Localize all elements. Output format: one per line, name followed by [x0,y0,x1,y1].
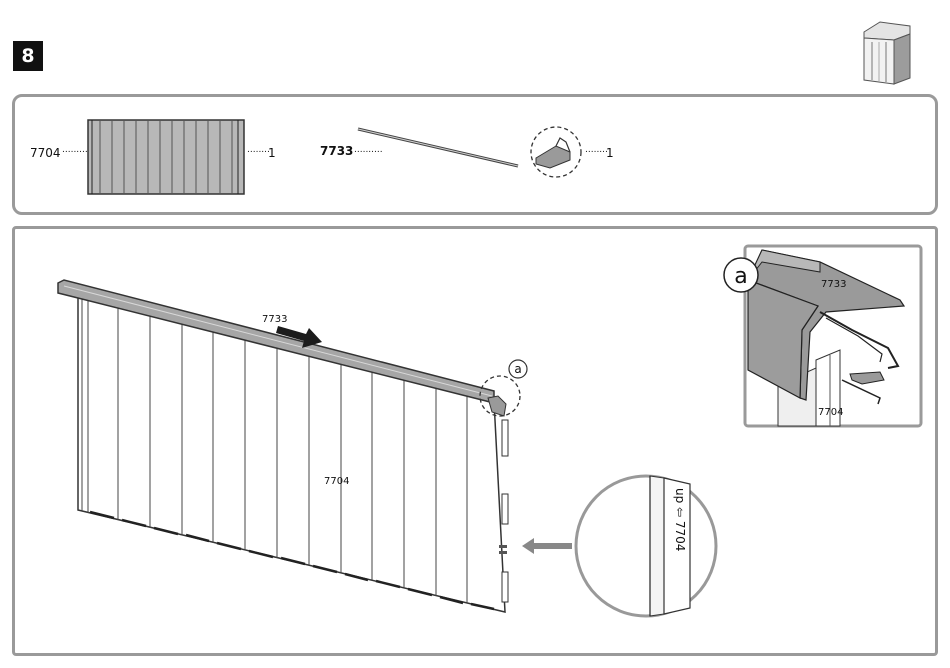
detail-letter: a [734,264,747,289]
zoom-text: up ⇦ 7704 [673,488,687,551]
assembly-rail-label: 7733 [262,314,287,325]
detail-panel-label: 7704 [818,407,843,418]
zoom-circle [576,476,716,616]
callout-letter: a [514,362,521,376]
detail-rail-label: 7733 [821,279,846,290]
zoom-arrow [522,538,572,554]
assembly-panel-label: 7704 [324,476,349,487]
